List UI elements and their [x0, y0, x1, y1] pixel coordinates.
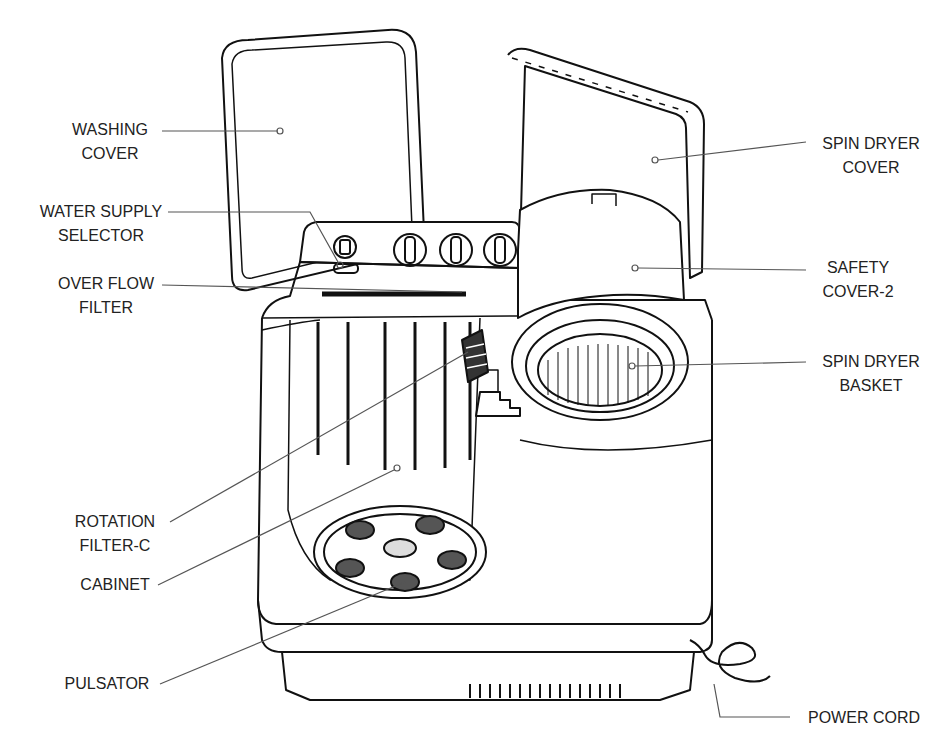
part-label: ROTATION FILTER-C: [60, 510, 170, 558]
part-label: WATER SUPPLY SELECTOR: [36, 200, 166, 248]
part-label: OVER FLOW FILTER: [50, 272, 162, 320]
part-label: SPIN DRYER COVER: [808, 132, 934, 180]
part-label: PULSATOR: [54, 672, 160, 696]
part-label: CABINET: [70, 573, 160, 597]
part-label: SPIN DRYER BASKET: [808, 350, 934, 398]
part-label: POWER CORD: [794, 706, 934, 730]
part-label: WASHING COVER: [50, 118, 170, 166]
part-label: SAFETY COVER-2: [808, 256, 908, 304]
